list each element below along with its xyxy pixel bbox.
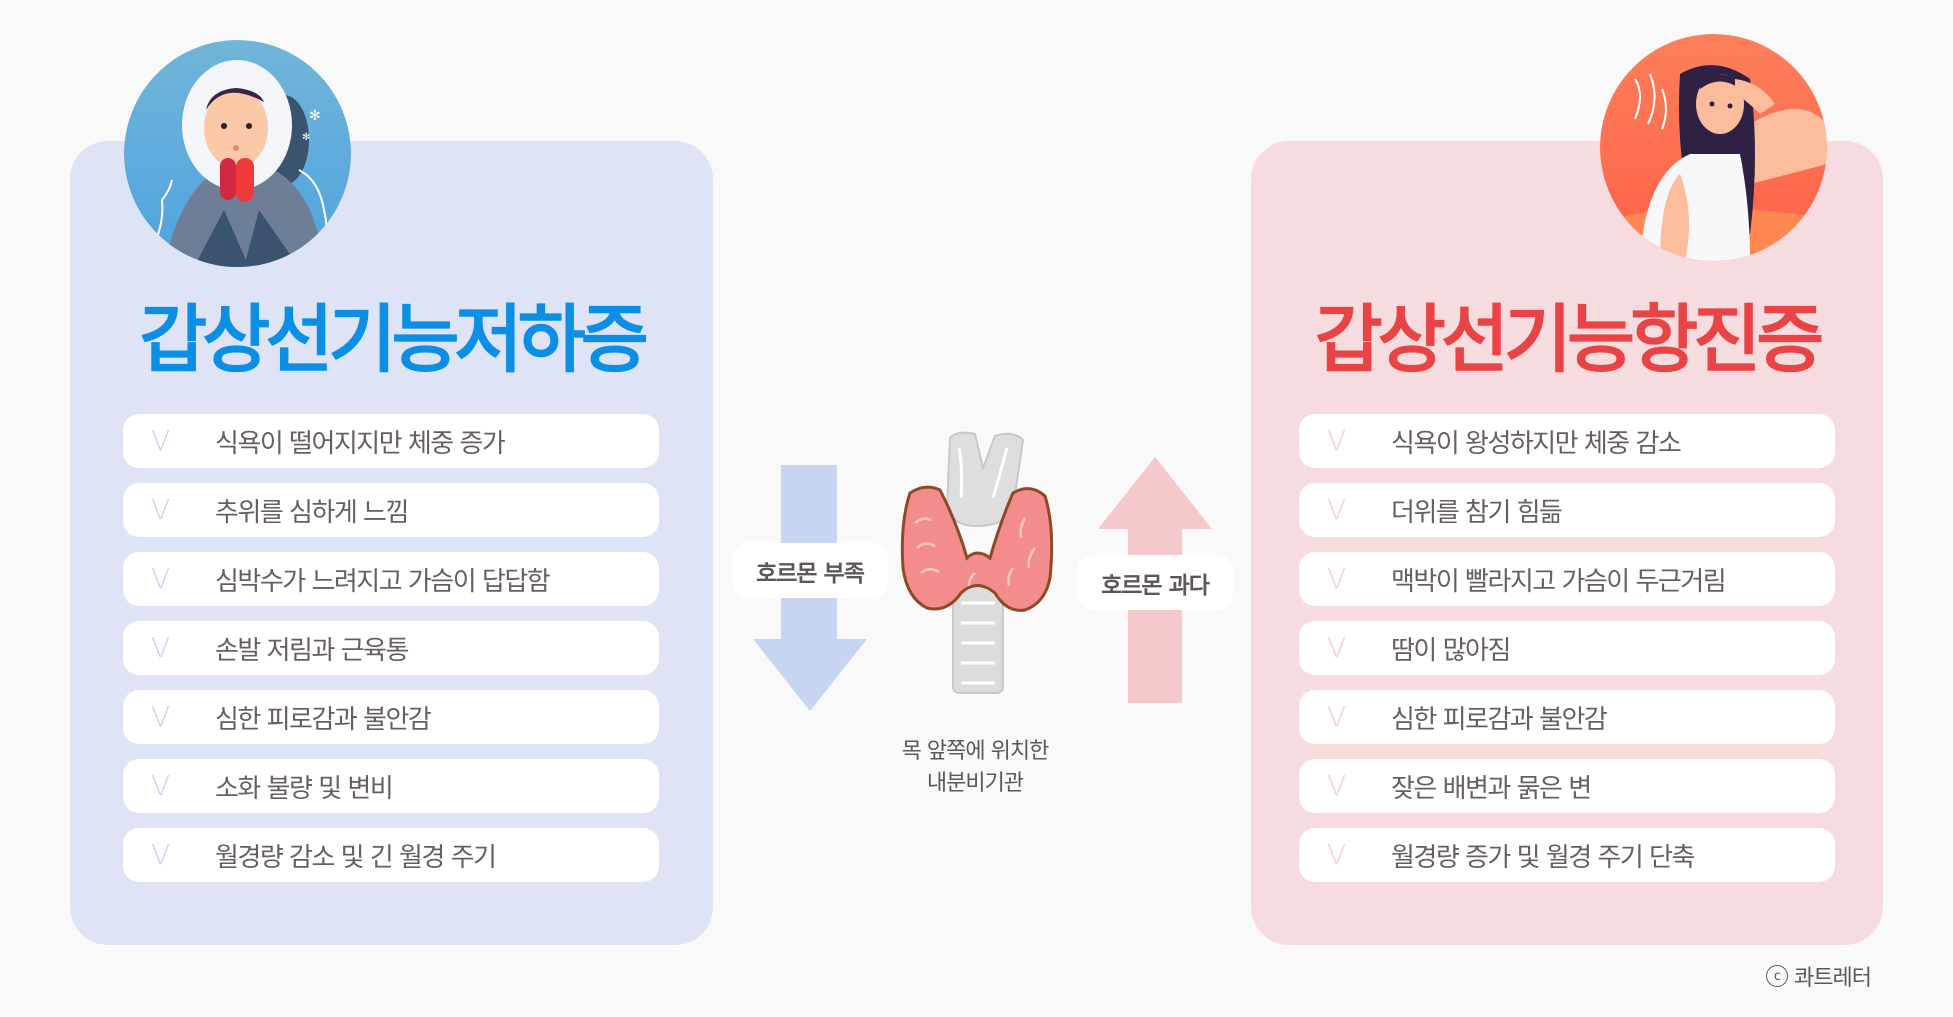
check-icon: V — [1327, 838, 1347, 871]
check-icon: V — [151, 700, 171, 733]
check-icon: V — [151, 493, 171, 526]
thyroid-icon — [900, 431, 1054, 694]
svg-text:✻: ✻ — [309, 108, 321, 124]
hormone-deficiency-label: 호르몬 부족 — [732, 543, 888, 598]
footer-credit: c 콰트레터 — [1766, 960, 1872, 992]
cold-person-icon: ✻ ✻ — [124, 40, 351, 267]
hyperthyroidism-title: 갑상선기능항진증 — [1314, 297, 1825, 383]
check-icon: V — [151, 424, 171, 457]
check-icon: V — [1327, 493, 1347, 526]
brand-name: 콰트레터 — [1794, 966, 1872, 991]
check-icon: V — [1327, 631, 1347, 664]
copyright-icon: c — [1766, 965, 1788, 987]
check-icon: V — [151, 631, 171, 664]
thyroid-caption: 목 앞쪽에 위치한 내분비기관 — [901, 739, 1050, 796]
hypothyroidism-title: 갑상선기능저하증 — [139, 297, 649, 383]
check-icon: V — [151, 838, 171, 871]
check-icon: V — [1327, 769, 1347, 802]
hormone-excess-label: 호르몬 과다 — [1077, 555, 1233, 610]
check-icon: V — [151, 562, 171, 595]
check-icon: V — [1327, 562, 1347, 595]
check-icon: V — [1327, 700, 1347, 733]
svg-text:✻: ✻ — [302, 132, 310, 143]
check-icon: V — [1327, 424, 1347, 457]
check-icon: V — [151, 769, 171, 802]
hot-person-icon — [1600, 34, 1827, 261]
